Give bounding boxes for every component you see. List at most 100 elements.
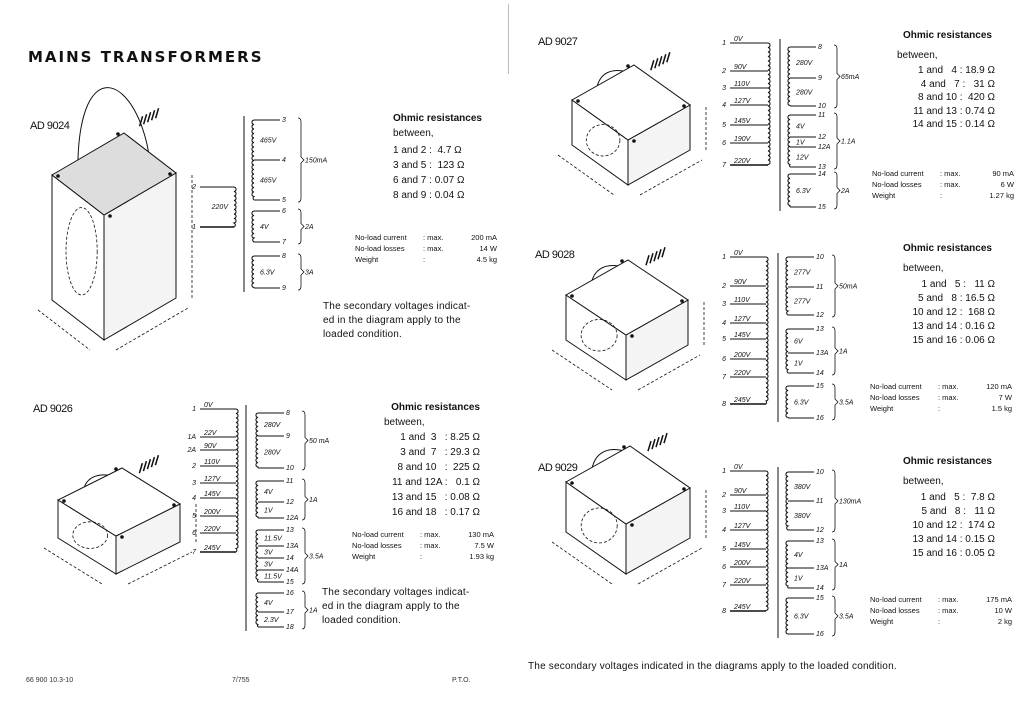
coil-outline: [580, 319, 618, 352]
secondary-pin-label: 11: [818, 112, 825, 119]
secondary-voltage-label: 6V: [794, 339, 804, 346]
wire: [649, 253, 654, 264]
secondary-voltage-label: 280V: [795, 90, 814, 97]
current-rating-label: 2A: [840, 188, 850, 195]
secondary-pin-label: 13A: [816, 350, 829, 357]
primary-pin-label: 2: [721, 68, 726, 75]
primary-tap-voltage: 127V: [734, 98, 752, 105]
primary-tap-voltage: 200V: [203, 509, 222, 516]
secondary-pin-label: 12: [286, 499, 294, 506]
current-rating-label: 65mA: [841, 74, 860, 81]
between-label: between,: [897, 49, 938, 61]
resistance-row: 8 and 10 : 225 Ω: [397, 462, 480, 473]
secondary-voltage-label: 6.3V: [794, 400, 810, 407]
bracket: [301, 590, 309, 630]
core-top-face: [51, 132, 177, 216]
wire: [154, 108, 160, 119]
primary-pin-label: 2: [191, 184, 196, 191]
coil-outline: [580, 507, 618, 544]
secondary-pin-label: 10: [816, 469, 824, 476]
wire: [651, 438, 656, 450]
winding-coil: [251, 255, 255, 289]
primary-tap-voltage: 200V: [733, 560, 752, 567]
resistance-row: 15 and 16 : 0.05 Ω: [912, 548, 995, 559]
secondary-voltage-label: 2.3V: [263, 617, 280, 624]
secondary-pin-label: 8: [282, 253, 286, 260]
secondary-voltage-label: 4V: [264, 600, 274, 607]
ohmic-resistances-ad9029: Ohmic resistances between, 1 and 5 : 7.8…: [895, 455, 995, 561]
resistance-row: 5 and 8 : 16.5 Ω: [918, 293, 995, 304]
secondary-pin-label: 11: [286, 478, 293, 485]
resistance-row: 11 and 13 : 0.74 Ω: [913, 105, 995, 117]
winding-coil: [785, 385, 789, 419]
spec-sep: : max.: [938, 393, 959, 402]
core-top-face: [571, 64, 691, 141]
primary-pin-label: 7: [192, 549, 197, 556]
primary-tap-voltage: 0V: [734, 464, 744, 471]
bracket: [301, 527, 309, 585]
wire: [146, 112, 152, 123]
primary-voltage-label: 220V: [211, 204, 230, 211]
primary-tap-voltage: 0V: [204, 402, 214, 409]
wire: [551, 349, 613, 391]
secondary-voltage-label: 3V: [264, 562, 274, 569]
spec-label: No-load losses: [352, 541, 402, 550]
specs-ad9027: No-load current: max.90 mA No-load losse…: [872, 168, 1014, 201]
secondary-pin-label: 15: [286, 579, 294, 586]
bottom-note: The secondary voltages indicated in the …: [528, 661, 897, 672]
mounting-hole: [570, 481, 574, 485]
current-rating-label: 1A: [839, 562, 848, 569]
wire: [663, 432, 668, 444]
wire: [662, 54, 667, 65]
primary-pin-label: 1A: [187, 434, 196, 441]
spec-sep: :: [938, 617, 941, 626]
current-rating-label: 3A: [305, 270, 314, 277]
mounting-hole: [168, 172, 172, 176]
spec-label: No-load losses: [872, 180, 922, 189]
secondary-pin-label: 12A: [818, 144, 831, 151]
spec-value: 90 mA: [992, 169, 1014, 178]
secondary-voltage-label: 6.3V: [796, 188, 812, 195]
secondary-pin-label: 5: [282, 197, 286, 204]
primary-tap-voltage: 145V: [204, 491, 222, 498]
current-rating-label: 1.1A: [841, 139, 856, 146]
secondary-pin-label: 8: [286, 410, 290, 417]
secondary-voltage-label: 465V: [260, 138, 278, 145]
secondary-pin-label: 9: [818, 75, 822, 82]
bracket: [831, 326, 839, 376]
spec-label: Weight: [870, 404, 894, 413]
spec-value: 2 kg: [997, 617, 1012, 626]
resistance-row: 6 and 7 : 0.07 Ω: [393, 175, 465, 186]
schematic-ad9028: 10V290V3110V4127V5145V6200V7220V8245V101…: [721, 250, 858, 422]
resistance-row: 13 and 15 : 0.08 Ω: [391, 492, 480, 503]
current-rating-label: 3.5A: [309, 554, 324, 561]
winding-coil: [255, 529, 259, 583]
secondary-voltage-label: 4V: [264, 489, 274, 496]
primary-tap-voltage: 220V: [733, 370, 752, 377]
secondary-voltage-label: 1V: [264, 508, 274, 515]
primary-pin-label: 4: [722, 527, 726, 534]
primary-pin-label: 3: [722, 85, 726, 92]
resistance-row: 10 and 12 : 168 Ω: [912, 307, 995, 318]
spec-value: 175 mA: [986, 595, 1012, 604]
primary-tap-voltage: 22V: [203, 430, 218, 437]
bracket: [831, 383, 839, 421]
resistance-row: 5 and 8 : 11 Ω: [921, 506, 995, 517]
winding-coil: [787, 114, 791, 168]
secondary-voltage-label: 280V: [263, 422, 282, 429]
wire: [637, 547, 703, 585]
transformer-drawing-ad9024: [37, 87, 193, 351]
primary-tap-voltage: 127V: [204, 476, 222, 483]
primary-tap-voltage: 110V: [734, 297, 751, 304]
wire: [637, 354, 701, 391]
mounting-hole: [116, 132, 120, 136]
spec-sep: : max.: [940, 169, 961, 178]
primary-pin-label: 6: [192, 530, 196, 537]
wire: [645, 255, 650, 266]
bracket: [831, 469, 839, 533]
secondary-voltage-label: 380V: [794, 513, 812, 520]
secondary-pin-label: 18: [286, 624, 294, 631]
spec-value: 10 W: [994, 606, 1012, 615]
transformer-drawing-ad9028: [551, 247, 705, 391]
primary-pin-label: 7: [722, 582, 727, 589]
